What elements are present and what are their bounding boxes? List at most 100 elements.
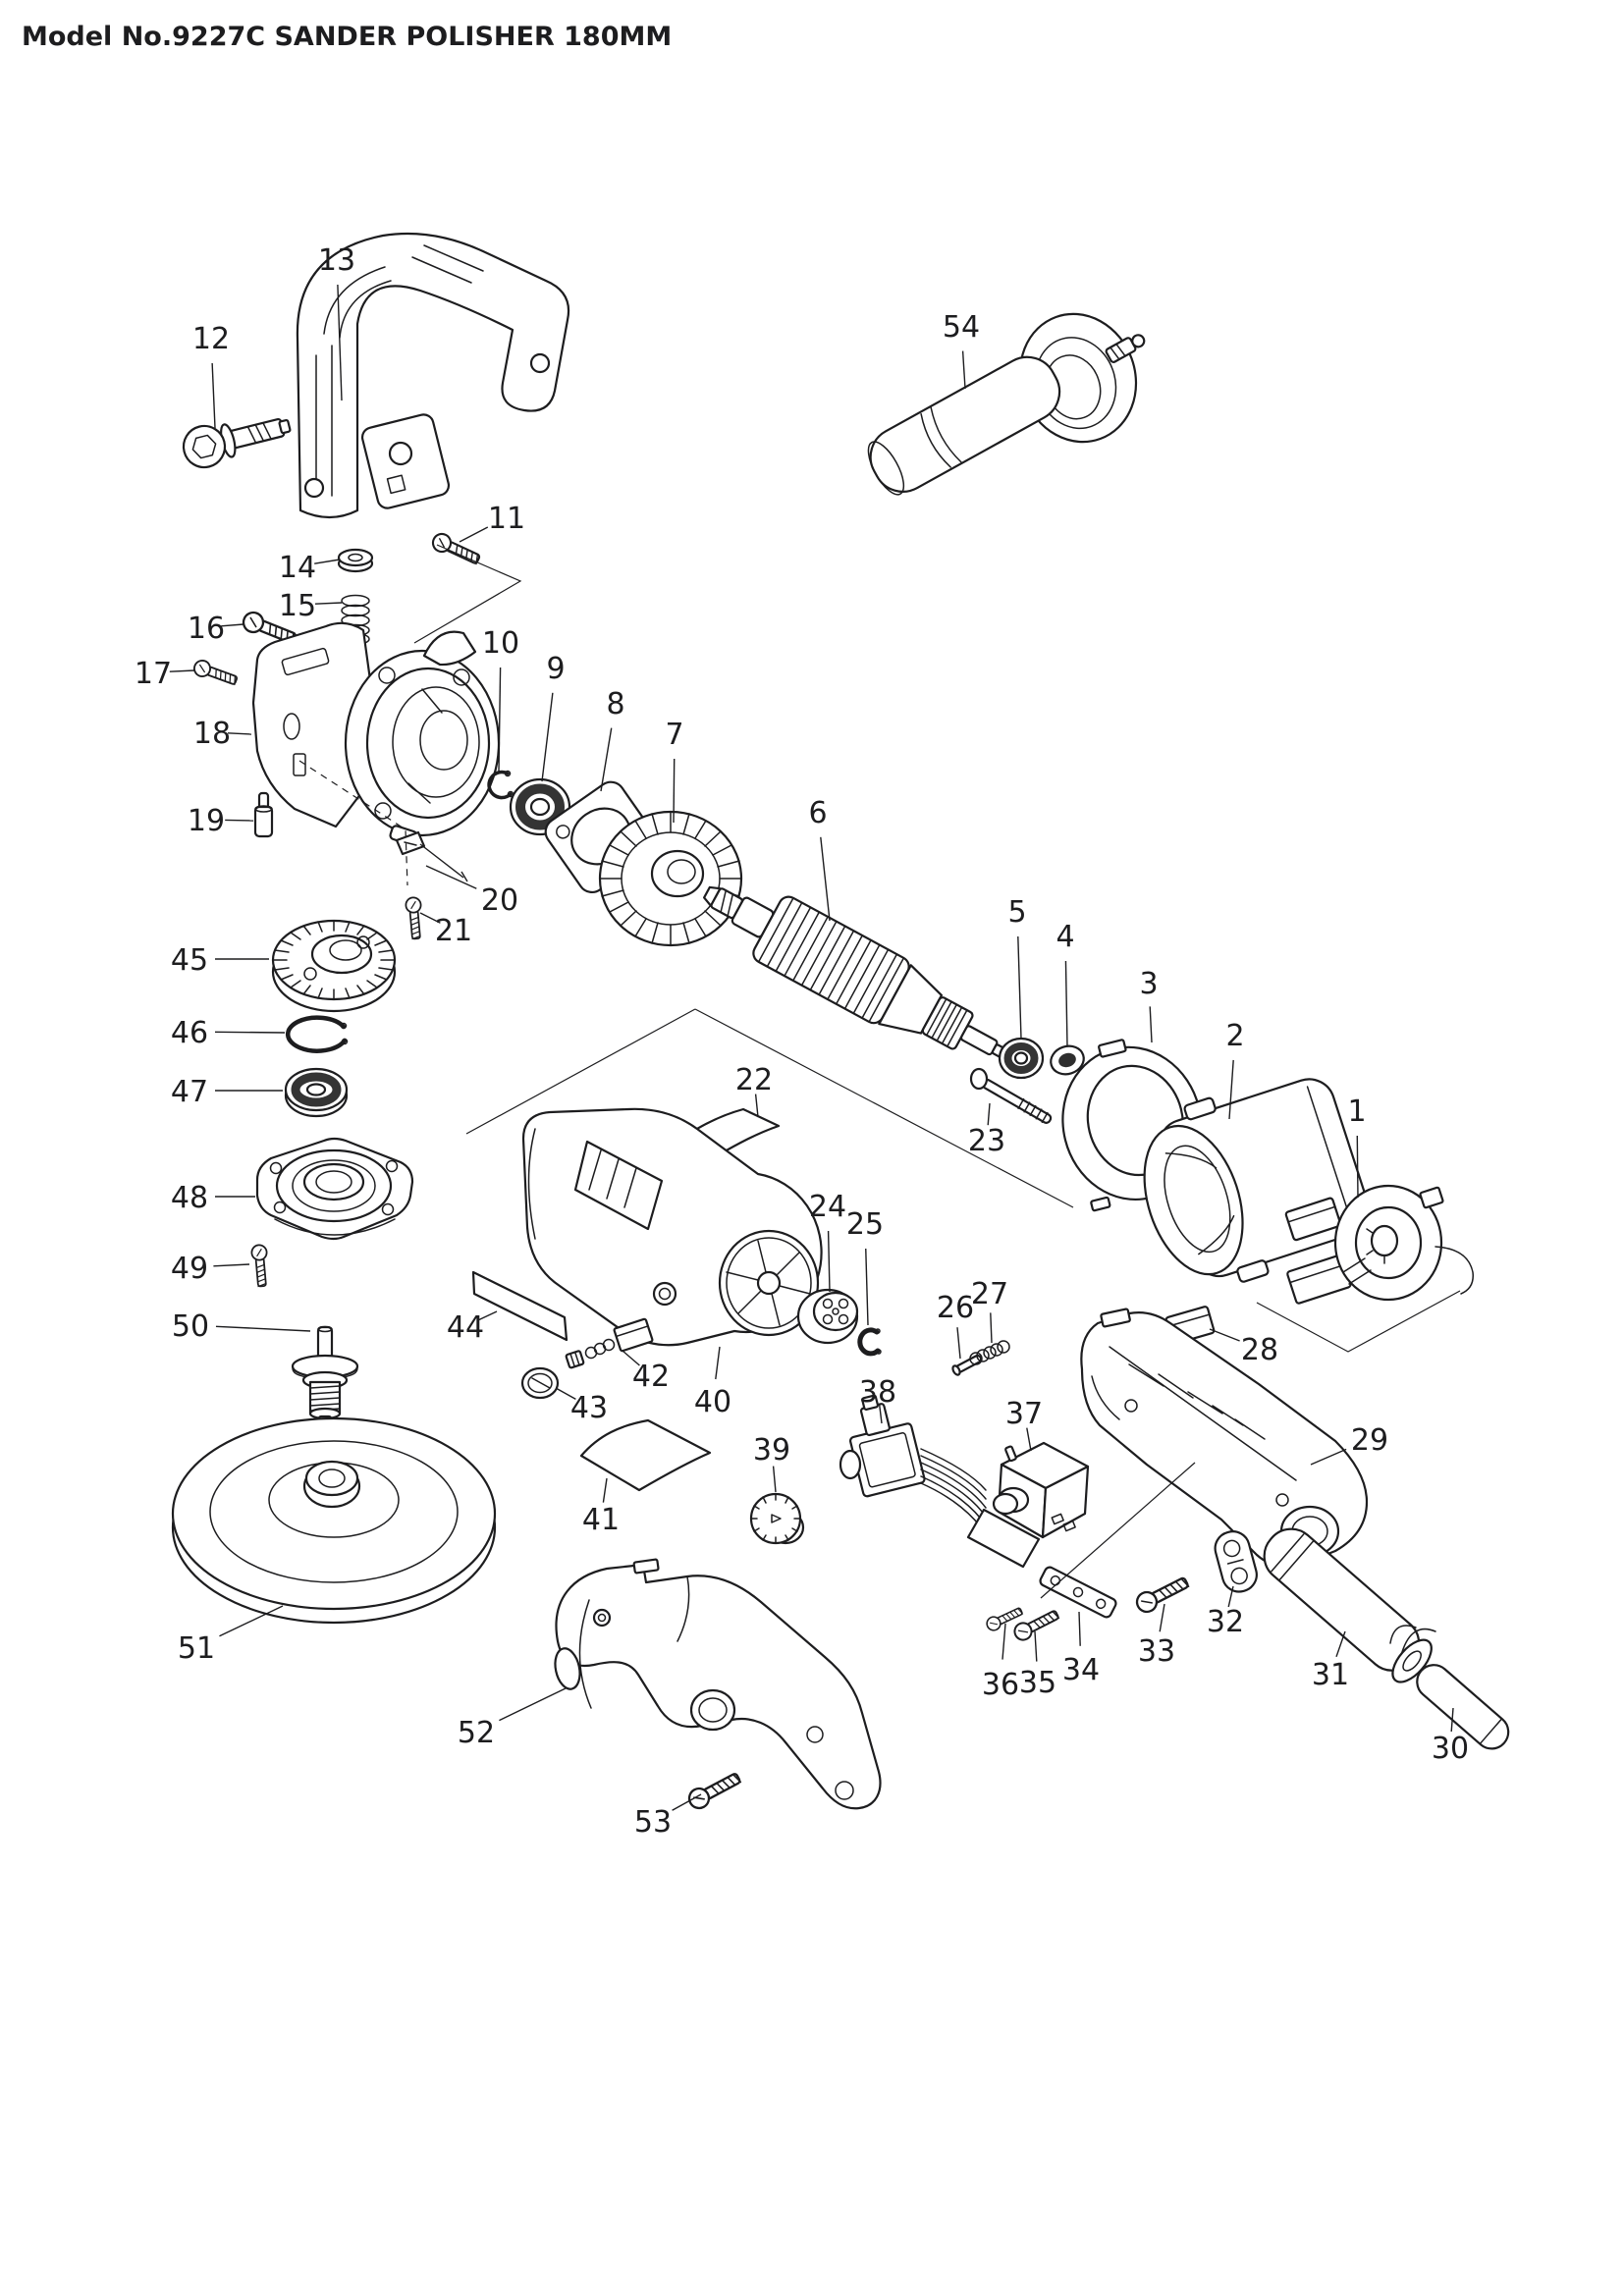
leader-line-17 (169, 669, 195, 672)
part-33-screw (1132, 1572, 1192, 1617)
part-number-12: 12 (192, 322, 230, 356)
part-number-54: 54 (943, 310, 980, 345)
part-number-40: 40 (694, 1385, 731, 1419)
part-18-gear-housing (251, 621, 501, 846)
part-5-ball-bearing (998, 1037, 1045, 1080)
leader-line-49 (213, 1263, 250, 1267)
part-number-18: 18 (193, 717, 231, 751)
part-number-14: 14 (279, 551, 316, 585)
part-number-6: 6 (808, 796, 827, 830)
part-38-controller (839, 1394, 987, 1535)
part-number-22: 22 (735, 1063, 773, 1097)
construction-lines (298, 544, 1461, 1599)
part-50-spindle (291, 1325, 359, 1426)
part-42-carbon-brush (565, 1317, 654, 1369)
leader-line-12 (211, 362, 216, 429)
part-54-side-handle (867, 312, 1146, 496)
part-number-53: 53 (634, 1805, 672, 1840)
part-52-handle-cover (554, 1558, 882, 1810)
part-25-e-clip (857, 1327, 882, 1357)
part-number-30: 30 (1432, 1732, 1469, 1766)
leader-line-7 (673, 758, 676, 824)
leader-line-5 (1017, 935, 1022, 1040)
part-44-label (471, 1270, 568, 1342)
part-23-screw-long (969, 1067, 1053, 1124)
page-title: Model No.9227C SANDER POLISHER 180MM (22, 22, 672, 52)
part-number-26: 26 (937, 1291, 974, 1325)
part-number-17: 17 (135, 657, 172, 691)
part-number-37: 37 (1005, 1397, 1043, 1431)
part-12-handle-bolt (182, 417, 292, 469)
part-13-loop-handle (296, 232, 570, 519)
part-14-washer (337, 548, 374, 573)
part-number-7: 7 (665, 718, 683, 752)
part-number-21: 21 (435, 914, 472, 948)
leader-line-11 (459, 526, 489, 543)
part-48-bearing-box (255, 1137, 414, 1241)
part-number-31: 31 (1312, 1658, 1349, 1692)
part-32-cord-clip (1214, 1530, 1258, 1593)
part-number-20: 20 (481, 883, 518, 918)
part-number-24: 24 (809, 1190, 846, 1224)
leader-line-1 (1356, 1135, 1359, 1199)
leader-line-52 (499, 1687, 567, 1722)
leader-line-41 (602, 1477, 608, 1503)
part-number-1: 1 (1347, 1095, 1366, 1129)
part-46-snap-ring (285, 1015, 349, 1053)
part-number-34: 34 (1062, 1653, 1100, 1687)
leader-line-50 (215, 1325, 311, 1332)
leader-line-4 (1064, 960, 1068, 1047)
leader-line-53 (672, 1793, 702, 1811)
leader-line-31 (1335, 1630, 1346, 1658)
part-number-16: 16 (188, 612, 225, 646)
leader-line-22 (754, 1094, 759, 1118)
part-number-33: 33 (1138, 1634, 1175, 1669)
part-number-13: 13 (318, 243, 355, 278)
leader-line-39 (772, 1466, 777, 1493)
part-34-plate (1039, 1566, 1117, 1619)
part-number-48: 48 (171, 1181, 208, 1215)
part-number-11: 11 (488, 502, 525, 536)
leader-line-19 (225, 819, 254, 822)
leader-line-46 (214, 1031, 286, 1034)
leader-line-28 (1209, 1328, 1240, 1342)
part-19-pin (253, 791, 274, 838)
leader-line-35 (1034, 1630, 1038, 1662)
part-number-27: 27 (971, 1277, 1008, 1311)
part-27-spring (969, 1340, 1010, 1365)
part-number-46: 46 (171, 1016, 208, 1050)
part-41-label (579, 1418, 712, 1492)
leader-line-14 (314, 559, 341, 564)
part-number-2: 2 (1225, 1019, 1244, 1053)
part-number-49: 49 (171, 1252, 208, 1286)
part-number-19: 19 (188, 804, 225, 838)
leader-line-32 (1227, 1585, 1234, 1608)
leader-line-16 (221, 623, 244, 627)
part-17-screw (190, 657, 241, 690)
leader-line-42 (622, 1350, 640, 1366)
part-number-45: 45 (171, 943, 208, 978)
leader-line-18 (227, 732, 252, 735)
part-number-44: 44 (447, 1310, 484, 1345)
leader-line-44 (477, 1310, 498, 1321)
leader-line-33 (1159, 1603, 1165, 1632)
part-number-10: 10 (482, 626, 519, 661)
part-number-9: 9 (546, 652, 565, 686)
part-24-coupling (796, 1288, 859, 1345)
callout-labels-layer: 1234567891011121314151617181920212223242… (135, 243, 1469, 1840)
leader-line-21 (419, 912, 441, 924)
leader-line-2 (1228, 1059, 1234, 1120)
part-37-switch (966, 1441, 1090, 1569)
part-20-lever (395, 830, 468, 882)
leader-line-23 (987, 1102, 991, 1126)
leader-line-13 (337, 284, 343, 401)
leader-line-29 (1310, 1448, 1347, 1466)
part-7-bevel-gear (598, 810, 743, 947)
leader-line-9 (541, 692, 554, 782)
part-47-ball-bearing (284, 1067, 349, 1118)
part-number-47: 47 (171, 1075, 208, 1109)
part-number-50: 50 (172, 1309, 209, 1344)
leader-line-54 (961, 350, 966, 390)
part-4-rubber-ring (1050, 1044, 1085, 1076)
